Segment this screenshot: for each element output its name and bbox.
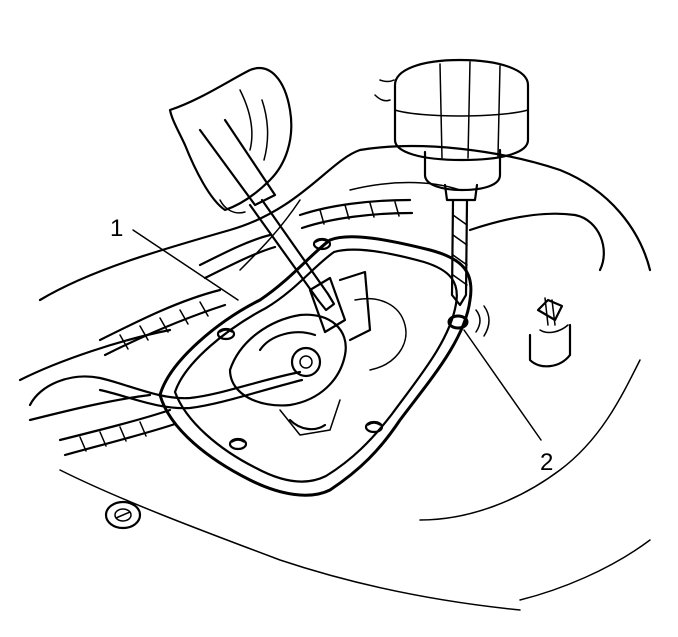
- floor-pan-outline: [18, 144, 652, 611]
- technician-hand: [168, 67, 293, 214]
- shift-cable: [28, 370, 304, 410]
- ground-stud-icon: [528, 297, 572, 368]
- callout-2: 2: [463, 329, 553, 476]
- mounting-hole-icon: [364, 420, 384, 434]
- drill-bit: [450, 198, 469, 307]
- screwdriver-tool: [198, 118, 336, 312]
- callout-1: 1: [110, 215, 239, 301]
- callout-2-leader: [463, 329, 542, 441]
- shifter-mounting-plate: [158, 235, 473, 497]
- mounting-holes: [216, 237, 490, 451]
- callout-1-leader: [132, 229, 239, 301]
- callout-2-label: 2: [540, 449, 553, 476]
- shifter-mechanism: [228, 270, 407, 436]
- mounting-hole-icon: [228, 437, 248, 451]
- drill-target-hole-icon: [447, 305, 490, 337]
- mounting-hole-icon: [216, 327, 236, 341]
- drill-tool: [374, 58, 530, 307]
- callout-1-label: 1: [110, 215, 123, 242]
- mounting-hole-icon: [312, 237, 332, 251]
- grommet-icon: [104, 500, 142, 530]
- wire-harness: [58, 198, 414, 457]
